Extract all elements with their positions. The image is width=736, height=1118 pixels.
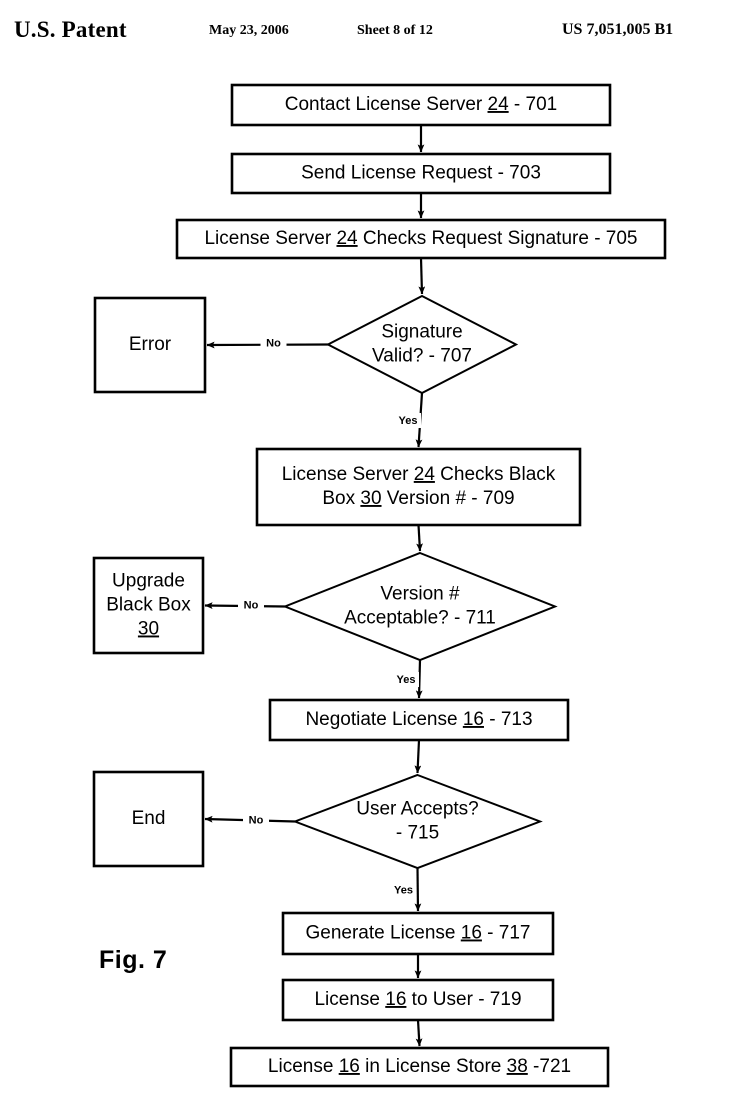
flow-node-719: License 16 to User - 719	[281, 978, 555, 1022]
connector-line	[414, 739, 422, 774]
flow-edge-n707-to-n709: Yes	[395, 392, 424, 448]
flow-node-715: User Accepts? - 715	[292, 773, 543, 870]
edge-label-backdrop	[243, 812, 269, 828]
node-label: Box 30 Version # - 709	[322, 488, 514, 509]
node-label: License Server 24 Checks Request Signatu…	[204, 228, 637, 249]
node-label: User Accepts?	[356, 799, 479, 820]
decision-shape	[292, 773, 543, 870]
node-label: Version #	[380, 584, 460, 605]
flow-node-end: End	[92, 770, 205, 868]
flow-edge-n715-to-n717: Yes	[390, 867, 422, 912]
flow-node-703: Send License Request - 703	[230, 152, 612, 195]
patent-header: U.S. Patent May 23, 2006 Sheet 8 of 12 U…	[0, 0, 736, 56]
flow-edge-n713-to-n715	[414, 739, 422, 774]
flow-edge-n709-to-n711	[416, 524, 423, 552]
patent-date: May 23, 2006	[209, 23, 289, 38]
process-shape	[268, 698, 570, 742]
connector-line	[418, 257, 426, 295]
decision-shape	[325, 294, 519, 395]
process-shape	[229, 1046, 610, 1088]
edge-label-no: No	[266, 337, 281, 349]
connector-line	[416, 524, 423, 552]
terminator-shape	[93, 296, 207, 394]
flow-node-705: License Server 24 Checks Request Signatu…	[175, 218, 667, 260]
process-shape	[281, 911, 555, 956]
flow-node-713: Negotiate License 16 - 713	[268, 698, 570, 742]
edge-label-yes: Yes	[394, 884, 413, 896]
flow-node-721: License 16 in License Store 38 -721	[229, 1046, 610, 1088]
flow-node-error: Error	[93, 296, 207, 394]
connector-line	[415, 1019, 423, 1047]
flow-edge-n715-to-nEnd: No	[204, 812, 296, 828]
flow-edge-n711-to-n713: Yes	[393, 659, 423, 699]
edge-label-backdrop	[393, 672, 419, 687]
node-label: Signature	[381, 322, 462, 343]
connector-line	[414, 867, 422, 912]
node-label: Black Box	[106, 595, 191, 616]
node-label: Acceptable? - 711	[344, 608, 496, 629]
figure-label: Fig. 7	[99, 946, 168, 974]
flow-edge-n705-to-n707	[418, 257, 426, 295]
process-shape	[255, 447, 582, 527]
terminator-shape	[92, 770, 205, 868]
node-label: Generate License 16 - 717	[306, 923, 531, 944]
node-label: Valid? - 707	[372, 346, 472, 367]
connector-line	[415, 659, 423, 699]
node-label: Send License Request - 703	[301, 163, 541, 184]
node-label: Contact License Server 24 - 701	[285, 94, 558, 115]
flow-node-711: Version # Acceptable? - 711	[282, 551, 558, 662]
flow-edge-n707-to-nError: No	[206, 335, 329, 351]
edge-label-no: No	[249, 814, 264, 826]
edge-label-backdrop	[395, 413, 421, 428]
patent-number: US 7,051,005 B1	[562, 21, 674, 38]
node-label: End	[132, 808, 166, 829]
edge-label-yes: Yes	[399, 415, 418, 427]
process-shape	[281, 978, 555, 1022]
node-label: License Server 24 Checks Black	[282, 464, 556, 485]
flow-edge-n711-to-nUpgrade: No	[204, 597, 286, 613]
sheet-number: Sheet 8 of 12	[357, 23, 433, 38]
node-label: Error	[129, 334, 172, 355]
process-shape	[175, 218, 667, 260]
node-label: Negotiate License 16 - 713	[305, 709, 532, 730]
process-shape	[230, 152, 612, 195]
edge-label-yes: Yes	[397, 674, 416, 686]
node-label: Upgrade	[112, 571, 185, 592]
edge-label-no: No	[244, 599, 259, 611]
patent-office-title: U.S. Patent	[14, 17, 127, 42]
edge-label-backdrop	[390, 882, 417, 898]
node-label: License 16 in License Store 38 -721	[268, 1056, 571, 1077]
flow-node-701: Contact License Server 24 - 701	[230, 83, 612, 127]
node-label: - 715	[396, 823, 439, 844]
node-label: License 16 to User - 719	[314, 989, 521, 1010]
process-shape	[230, 83, 612, 127]
decision-shape	[282, 551, 558, 662]
edge-label-backdrop	[238, 597, 264, 613]
node-label: 30	[138, 619, 159, 640]
terminator-shape	[92, 556, 205, 655]
flow-node-717: Generate License 16 - 717	[281, 911, 555, 956]
edge-label-backdrop	[260, 335, 287, 351]
flow-edge-n719-to-n721	[415, 1019, 423, 1047]
